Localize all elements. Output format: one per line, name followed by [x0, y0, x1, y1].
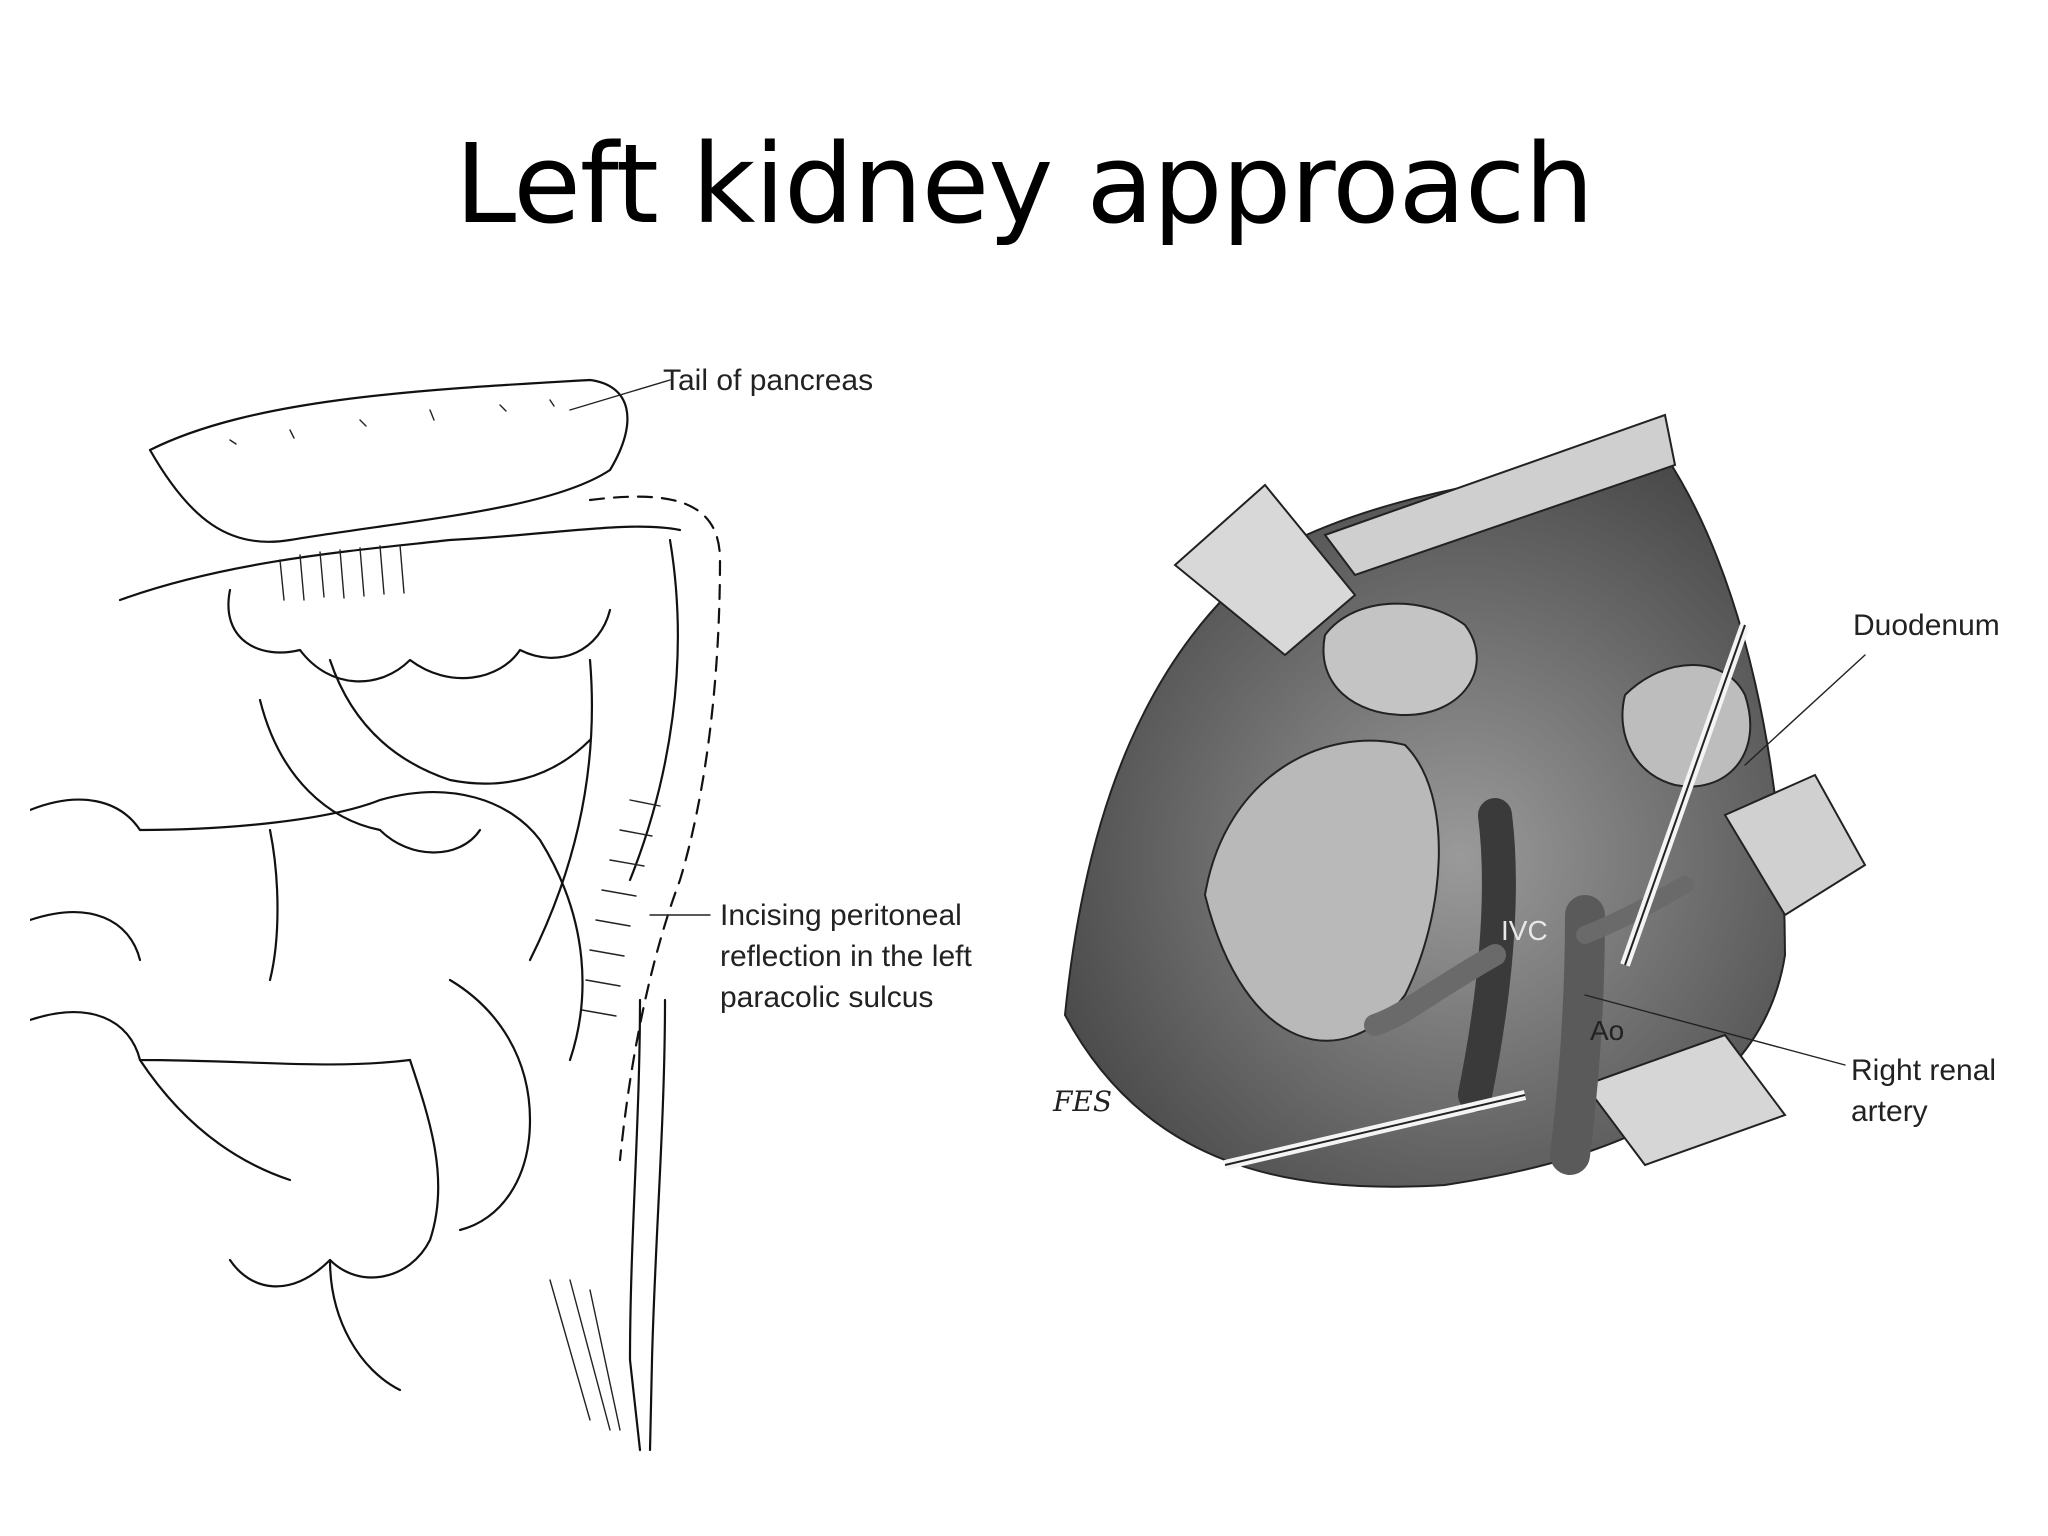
artist-signature: FES	[1053, 1085, 1113, 1118]
label-duodenum: Duodenum	[1853, 609, 2000, 642]
label-incising-peritoneal-reflection: Incising peritoneal reflection in the le…	[720, 899, 972, 1014]
colon-mobilization-illustration: Tail of pancreas Incising peritoneal ref…	[30, 360, 1040, 1460]
label-tail-of-pancreas: Tail of pancreas	[663, 364, 874, 397]
surgical-field-drawing	[1063, 413, 1867, 1188]
colon-line-drawing	[30, 378, 722, 1452]
slide-title: Left kidney approach	[454, 120, 1594, 248]
label-right-renal-artery: Right renal artery	[1851, 1054, 1997, 1128]
retroperitoneal-exposure-illustration: IVC Ao FES	[1025, 395, 2025, 1215]
label-ao: Ao	[1590, 1015, 1625, 1046]
label-ivc: IVC	[1501, 915, 1548, 946]
